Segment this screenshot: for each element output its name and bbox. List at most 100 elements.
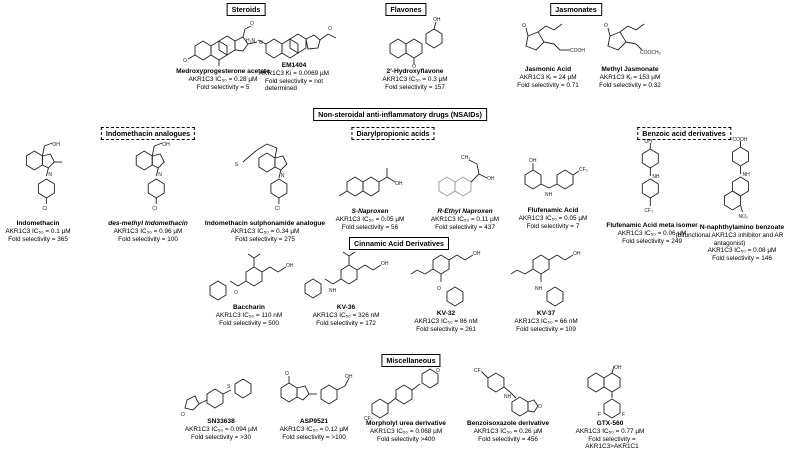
- structure-em1404: H₂N O: [246, 26, 337, 59]
- label-oh: OH: [487, 176, 495, 182]
- compound-kv32: OH O KV-32 AKR1C3 IC₅₀ = 86 nM Fold sele…: [403, 250, 489, 333]
- label-cooh: COOH: [570, 48, 585, 54]
- section-nsaids: Non-steroidal anti-inflammatory drugs (N…: [313, 108, 487, 121]
- label-nh: NH: [535, 286, 543, 292]
- label-o: O: [250, 21, 254, 27]
- compound-value: AKR1C3 IC₅₀ = 326 nM: [312, 312, 380, 319]
- structure-kv32: OH O: [410, 251, 481, 307]
- label-oh: OH: [381, 261, 389, 267]
- compound-value: AKR1C3 IC₅₀ = 0.96 µM: [113, 228, 183, 235]
- compound-fold: Fold selectivity = 109: [516, 325, 576, 333]
- label-o: O: [604, 23, 608, 29]
- label-oh: OH: [52, 142, 60, 148]
- label-cf3: CF₃: [579, 167, 588, 173]
- compound-name: ASP9521: [299, 418, 329, 425]
- label-oh: OH: [433, 17, 441, 23]
- compound-hydroxyflavone: O OH 2'-Hydroxyflavone AKR1C3 IC₅₀ = 0.3…: [380, 16, 450, 91]
- compound-value: AKR1C3 IC₅₀ = 0.77 µM: [575, 428, 645, 435]
- compound-gtx560: OH F F GTX-560 AKR1C3 IC₅₀ = 0.77 µM Fol…: [570, 365, 650, 451]
- compound-rethylnaproxen: CH₃ OH R-Ethyl Naproxen AKR1C3 IC₅₀ = 0.…: [425, 152, 505, 231]
- section-diarylpropionic: Diarylpropionic acids: [351, 127, 435, 140]
- section-steroids: Steroids: [226, 3, 266, 16]
- label-o: O: [234, 290, 238, 296]
- label-oh: OH: [345, 374, 353, 380]
- structure-hydroxyflavone: O OH: [389, 17, 443, 70]
- label-cl: Cl: [152, 206, 157, 212]
- compound-value: AKR1C3 IC₅₀ = 0.094 µM: [184, 426, 258, 433]
- structure-mpa: O O O: [183, 21, 263, 66]
- label-f: F: [598, 412, 601, 418]
- label-nh: NH: [545, 192, 553, 198]
- compound-name: 2'-Hydroxyflavone: [386, 68, 444, 75]
- structure-kv37: OH NH: [510, 251, 581, 307]
- label-f: F: [622, 412, 625, 418]
- label-oh: OH: [644, 139, 652, 145]
- label-o: O: [328, 26, 332, 32]
- compound-fold: Fold selectivity = 7: [526, 222, 580, 230]
- label-oh: OH: [614, 365, 622, 371]
- label-oh: OH: [473, 251, 481, 257]
- structure-sn33638: S O: [181, 378, 252, 418]
- compound-flufenamic: OH NH CF₃ Flufenamic Acid AKR1C3 IC₅₀ = …: [515, 155, 591, 230]
- compound-fold: Fold selectivity = 100: [118, 235, 178, 243]
- compound-value: AKR1C3 IC₅₀ = 0.1 µM: [5, 228, 71, 235]
- compound-name: KV-32: [436, 310, 456, 317]
- compound-value: AKR1C3 Ki = 0.0069 µM: [259, 70, 329, 77]
- label-no2: NO₂: [738, 214, 748, 220]
- compound-name: Medroxyprogesterone acetate: [176, 68, 270, 75]
- compound-fold: Fold selectivity = 157: [385, 83, 445, 91]
- compound-kv36: OH NH KV-36 AKR1C3 IC₅₀ = 326 nM Fold se…: [301, 248, 391, 327]
- structure-gtx560: OH F F: [587, 365, 625, 419]
- label-cl: Cl: [42, 206, 47, 212]
- label-nh: NH: [742, 172, 750, 178]
- compound-name: R-Ethyl Naproxen: [437, 208, 493, 215]
- compound-name: Indomethacin sulphonamide analogue: [204, 220, 326, 227]
- compound-fold: Fold selectivity = AKR1C3>AKR1C1: [585, 435, 639, 451]
- compound-fold: Fold selectivity = >30: [190, 433, 252, 441]
- compound-name: Methyl Jasmonate: [601, 66, 659, 73]
- compound-value: AKR1C3 IC₅₀ = 0.05 µM: [335, 216, 405, 223]
- label-cf3: CF₃: [474, 368, 483, 374]
- section-indomethacin-analogues: Indomethacin analogues: [100, 127, 196, 140]
- compound-name: N-naphthylamino benzoate: [699, 224, 785, 231]
- label-cf3: CF₃: [644, 208, 653, 214]
- compound-fold: Fold selectivity = 275: [235, 235, 295, 243]
- label-oh: OH: [286, 263, 294, 269]
- compound-fold: Fold selectivity >400: [376, 435, 436, 443]
- structure-nnaphthyl: COOH NH NO₂: [723, 137, 750, 220]
- compound-name: S-Naproxen: [351, 208, 389, 215]
- compound-fold: Fold selectivity = 249: [622, 237, 682, 245]
- compound-indomethacin: N OH Cl Indomethacin AKR1C3 IC₅₀ = 0.1 µ…: [5, 140, 70, 243]
- compound-nnaphthyl: COOH NH NO₂ N-naphthylamino benzoate (bi…: [676, 137, 785, 262]
- structure-baccharin: OH O: [209, 253, 294, 301]
- label-o: O: [538, 404, 542, 410]
- compound-fold: Fold selectivity = 5: [196, 83, 250, 91]
- section-jasmonates: Jasmonates: [550, 3, 602, 16]
- label-o: O: [522, 23, 526, 29]
- compound-sulphonamide: S N Cl Indomethacin sulphonamide analogu…: [205, 140, 325, 243]
- structure-kv36: OH NH: [304, 251, 389, 299]
- compound-em1404: H₂N O EM1404 AKR1C3 Ki = 0.0069 µM Fold …: [245, 14, 343, 93]
- compound-value: AKR1C3 IC₅₀ = 0.28 µM: [188, 76, 258, 83]
- compound-fold: Fold selectivity = 261: [416, 325, 476, 333]
- compound-value: AKR1C3 IC₅₀ = 0.3 µM: [382, 76, 448, 83]
- compound-name: GTX-560: [596, 420, 624, 427]
- structure-jasmonic: O COOH: [522, 23, 585, 54]
- structure-asp9521: O OH: [280, 371, 353, 405]
- compound-benzoisoxazole: CF₃ NH O Benzoisoxazole derivative AKR1C…: [467, 366, 549, 443]
- compound-asp9521: O OH ASP9521 AKR1C3 IC₅₀ = 0.12 µM Fold …: [271, 368, 357, 441]
- label-o: O: [412, 64, 416, 70]
- compound-value: AKR1C3 IC₅₀ = 66 nM: [514, 318, 578, 325]
- structure-flufenamic: OH NH CF₃: [524, 158, 588, 198]
- compound-name: Benzoisoxazole derivative: [466, 420, 550, 427]
- compound-value: AKR1C3 Kᵢ = 24 µM: [519, 74, 577, 81]
- label-cooch3: COOCH₃: [640, 50, 661, 56]
- compound-baccharin: OH O Baccharin AKR1C3 IC₅₀ = 110 nM Fold…: [204, 252, 294, 327]
- label-cf3: CF₃: [364, 416, 373, 422]
- section-misc: Miscellaneous: [381, 354, 441, 367]
- label-h2n: H₂N: [246, 38, 256, 44]
- label-oh: OH: [573, 251, 581, 257]
- compound-fold: Fold selectivity = 500: [219, 319, 279, 327]
- structure-rethylnaproxen: CH₃ OH: [438, 155, 495, 197]
- label-n: N: [281, 173, 285, 179]
